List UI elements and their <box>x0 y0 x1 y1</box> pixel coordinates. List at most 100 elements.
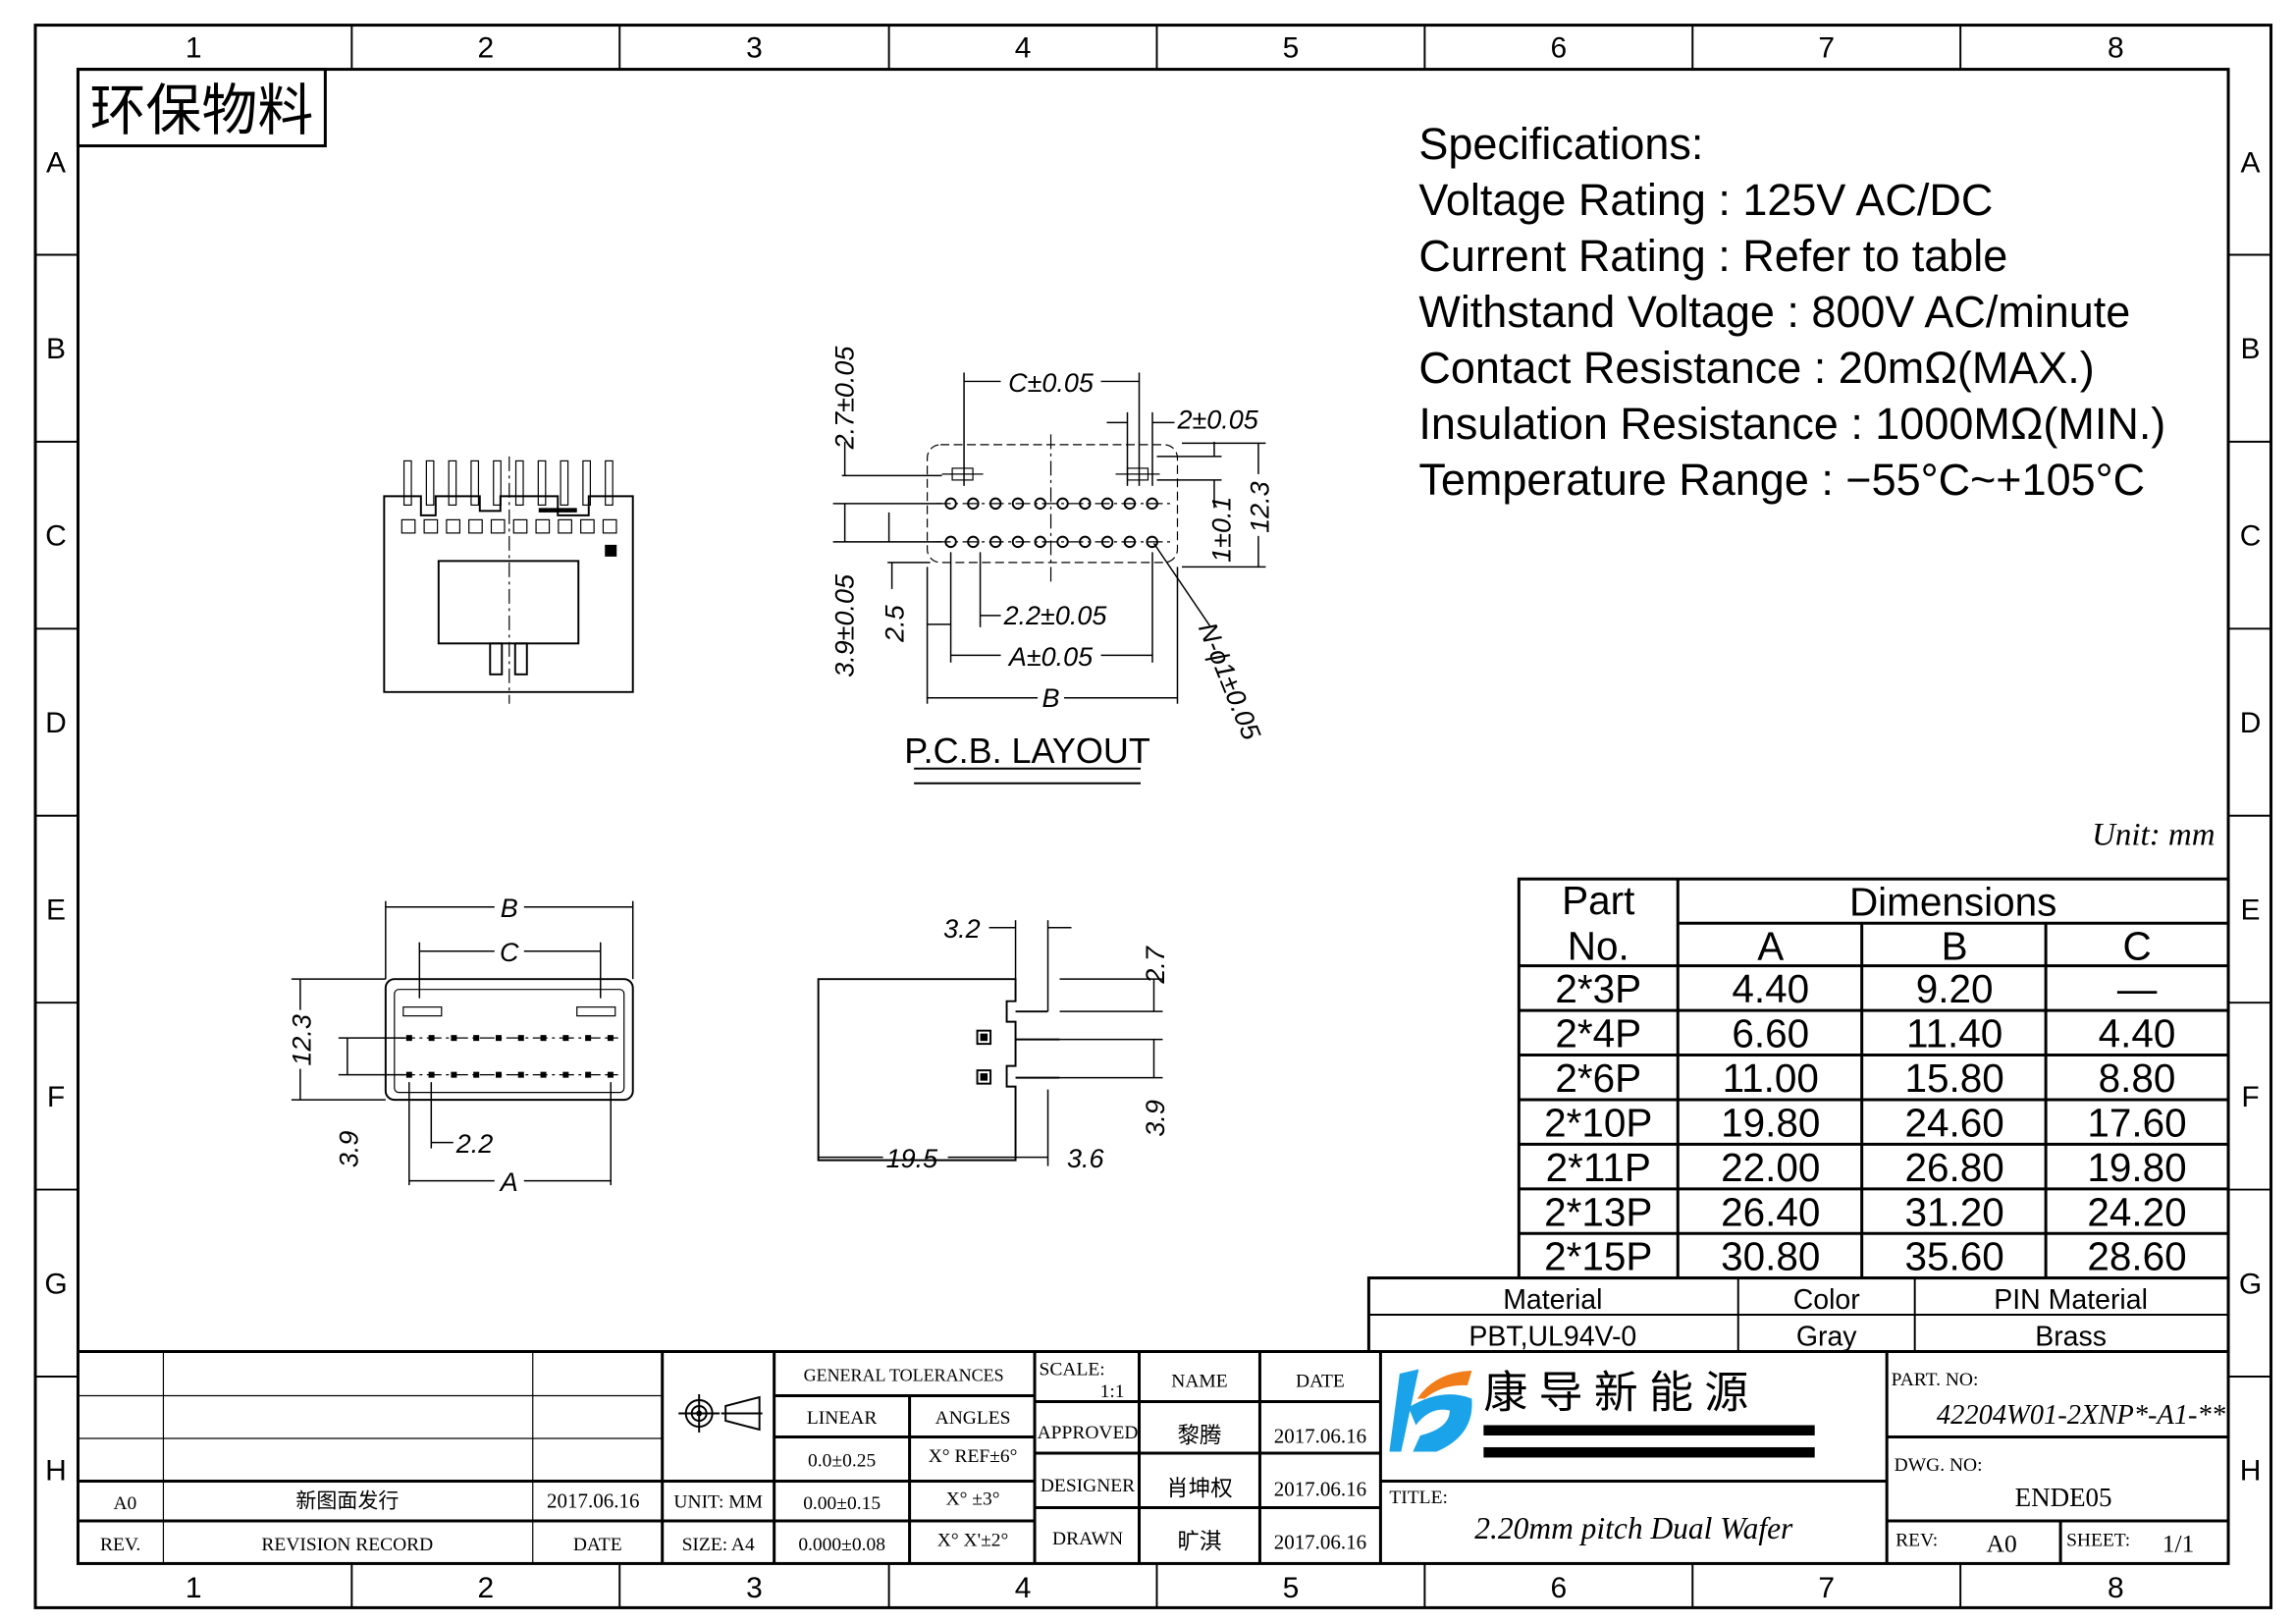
drawn-name: 旷淇 <box>1177 1529 1221 1553</box>
spec-line: Contact Resistance : 20mΩ(MAX.) <box>1418 343 2094 393</box>
bv-dim-c: C <box>500 938 519 967</box>
grid-column-bottom: 8 <box>2108 1572 2124 1604</box>
linear-tolerance: 0.000±0.08 <box>798 1535 885 1555</box>
contact-line <box>1483 1446 1815 1458</box>
spec-line: Temperature Range : −55°C~+105°C <box>1418 455 2145 505</box>
rev-value: A0 <box>113 1493 136 1514</box>
spec-line: Withstand Voltage : 800V AC/minute <box>1418 287 2130 337</box>
eco-material-stamp: 环保物料 <box>76 68 327 148</box>
logo-mark-blue <box>1389 1369 1419 1452</box>
grid-column-bottom: 1 <box>186 1572 202 1604</box>
grid-row-right: H <box>2240 1455 2262 1488</box>
cell-a: 26.40 <box>1721 1189 1820 1234</box>
title-label: TITLE: <box>1389 1488 1448 1508</box>
cell-b: 26.80 <box>1905 1145 2004 1190</box>
cell-part: 2*4P <box>1555 1011 1641 1056</box>
part-header: Part <box>1562 878 1634 923</box>
pcb-hole <box>1100 535 1114 549</box>
cell-a: 4.40 <box>1732 966 1809 1011</box>
cell-a: 6.60 <box>1732 1011 1809 1056</box>
table-row: 2*6P 11.00 15.80 8.80 <box>1555 1056 2175 1101</box>
designer-name: 肖坤权 <box>1166 1476 1232 1500</box>
cell-a: 30.80 <box>1721 1234 1820 1279</box>
dim-a: A±0.05 <box>1007 642 1094 672</box>
company-logo: 康 导 新 能 源 <box>1389 1368 1815 1458</box>
cell-c: 8.80 <box>2099 1056 2176 1101</box>
pcb-hole <box>944 535 957 549</box>
cell-b: 35.60 <box>1905 1234 2004 1279</box>
color-header: Color <box>1793 1284 1860 1316</box>
bv-dim-a: A <box>499 1167 518 1197</box>
pcb-hole <box>1100 497 1114 511</box>
dimensions-header: Dimensions <box>1849 880 2056 925</box>
angles-header: ANGLES <box>935 1408 1011 1429</box>
side-view: 3.2 2.7 3.9 19.5 3.6 <box>817 914 1170 1173</box>
dim-peg-width: 2±0.05 <box>1176 405 1258 434</box>
spec-line: Current Rating : Refer to table <box>1418 231 2007 281</box>
cell-part: 2*13P <box>1544 1189 1652 1234</box>
cell-part: 2*15P <box>1544 1234 1652 1279</box>
grid-row-right: B <box>2241 333 2261 365</box>
cell-part: 2*6P <box>1555 1056 1641 1101</box>
cell-b: 9.20 <box>1916 966 1994 1011</box>
company-name: 康 导 新 能 源 <box>1483 1368 1748 1417</box>
pcb-hole <box>1146 535 1158 549</box>
date-header: DATE <box>1296 1371 1345 1391</box>
approved-date: 2017.06.16 <box>1274 1424 1366 1447</box>
grid-row-left: H <box>45 1455 67 1488</box>
pcb-hole <box>944 497 957 511</box>
grid-column-top: 7 <box>1818 32 1835 65</box>
cell-part: 2*3P <box>1555 966 1641 1011</box>
title-block: A0 新图面发行 2017.06.16 REV. REVISION RECORD… <box>78 1350 2229 1564</box>
specs-heading: Specifications: <box>1418 119 1703 169</box>
grid-column-top: 4 <box>1015 32 1032 65</box>
logo-mark-orange <box>1416 1371 1472 1399</box>
grid-row-right: F <box>2241 1081 2259 1113</box>
dim-b: B <box>1042 683 1060 713</box>
cell-a: 11.00 <box>1723 1056 1819 1101</box>
grid-row-right: A <box>2241 147 2261 180</box>
sv-dim-19-5: 19.5 <box>886 1144 938 1173</box>
col-header-b: B <box>1942 924 1968 969</box>
drawn-date: 2017.06.16 <box>1274 1530 1366 1553</box>
color-value: Gray <box>1796 1322 1857 1353</box>
pcb-hole <box>967 535 980 549</box>
table-row: 2*15P 30.80 35.60 28.60 <box>1544 1234 2187 1279</box>
cell-b: 11.40 <box>1906 1011 2002 1056</box>
cell-part: 2*11P <box>1546 1145 1651 1190</box>
material-table: Material Color PIN Material PBT,UL94V-0 … <box>1366 1276 2230 1354</box>
angle-tolerance: X° X'±2° <box>937 1530 1009 1550</box>
scale-value: 1:1 <box>1100 1381 1125 1402</box>
angle-tolerance: X° ±3° <box>946 1489 1000 1509</box>
cell-a: 22.00 <box>1721 1145 1820 1190</box>
dim-12-3: 12.3 <box>1245 481 1274 532</box>
marking-text <box>538 508 577 513</box>
pcb-hole <box>1123 497 1137 511</box>
sheet-value: 1/1 <box>2163 1529 2195 1557</box>
sv-dim-2-7: 2.7 <box>1141 946 1170 984</box>
dim-3-9: 3.9±0.05 <box>830 573 860 677</box>
grid-column-bottom: 5 <box>1283 1572 1300 1604</box>
dim-pitch: 2.2±0.05 <box>1003 601 1108 630</box>
contact-line <box>1483 1425 1815 1435</box>
revision-date-value: 2017.06.16 <box>547 1489 639 1512</box>
pcb-hole <box>988 497 1002 511</box>
cell-c: 28.60 <box>2087 1234 2186 1279</box>
grid-column-top: 5 <box>1283 32 1300 65</box>
unit-note: Unit: mm <box>2092 818 2215 853</box>
grid-row-left: D <box>45 707 67 739</box>
grid-column-bottom: 2 <box>477 1572 494 1604</box>
dwg-no-label: DWG. NO: <box>1895 1455 1983 1476</box>
rev-label: REV. <box>100 1535 140 1555</box>
linear-tolerance: 0.0±0.25 <box>808 1450 876 1471</box>
grid-column-bottom: 6 <box>1550 1572 1567 1604</box>
cell-b: 15.80 <box>1905 1056 2004 1101</box>
grid-column-top: 3 <box>746 32 763 65</box>
pcb-hole <box>1034 535 1046 549</box>
grid-row-left: B <box>46 333 66 365</box>
pcb-hole <box>1011 497 1025 511</box>
pcb-layout: C±0.05 2±0.05 2.7±0.05 3.9±0.05 2.5 2.2±… <box>830 346 1274 785</box>
